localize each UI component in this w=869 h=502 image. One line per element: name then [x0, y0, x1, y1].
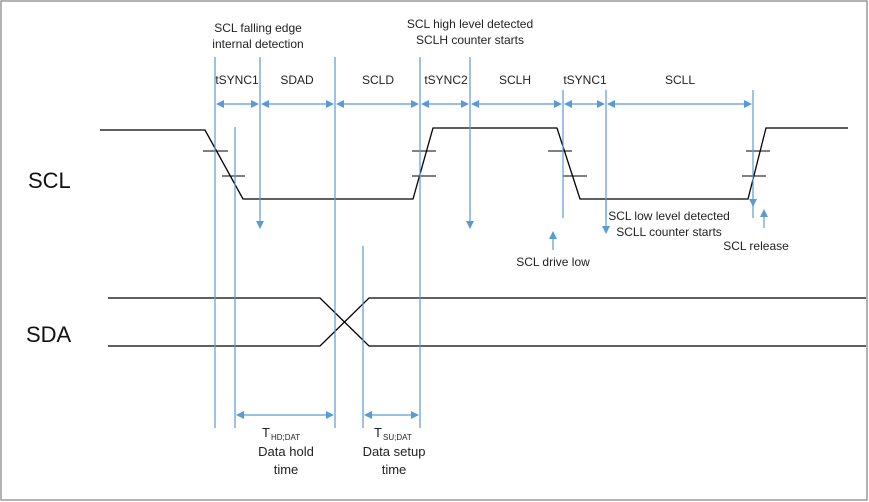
setup-time-subscript: SU;DAT	[383, 433, 412, 442]
scl-release-label: SCL release	[723, 239, 789, 253]
sda-signal-name: SDA	[26, 322, 72, 347]
sda-waveform	[108, 297, 866, 347]
interval-tsync2: tSYNC2	[424, 73, 468, 87]
hold-time-subscript: HD;DAT	[271, 433, 300, 442]
scl-signal-name: SCL	[28, 168, 71, 193]
falling-edge-label-1: SCL falling edge	[214, 21, 302, 35]
setup-time-line1: Data setup	[363, 444, 426, 459]
setup-time-label: T SU;DAT Data setup time	[363, 425, 426, 477]
interval-tsync1-b: tSYNC1	[563, 73, 607, 87]
interval-scld: SCLD	[362, 73, 394, 87]
hold-time-line2: time	[274, 462, 299, 477]
interval-tsync1-a: tSYNC1	[215, 73, 259, 87]
interval-scll: SCLL	[665, 73, 695, 87]
low-level-label-1: SCL low level detected	[608, 209, 730, 223]
hold-time-symbol: T	[262, 425, 270, 440]
reference-lines	[214, 57, 754, 428]
falling-edge-label-2: internal detection	[212, 37, 303, 51]
setup-time-symbol: T	[374, 425, 382, 440]
hold-time-label: T HD;DAT Data hold time	[258, 425, 314, 477]
interval-sclh: SCLH	[499, 73, 531, 87]
interval-sdad: SDAD	[280, 73, 314, 87]
hold-time-line1: Data hold	[258, 444, 314, 459]
high-level-label-2: SCLH counter starts	[416, 33, 524, 47]
high-level-label-1: SCL high level detected	[407, 17, 533, 31]
scl-drive-low-label: SCL drive low	[516, 255, 590, 269]
low-level-label-2: SCLL counter starts	[616, 225, 722, 239]
setup-time-line2: time	[382, 462, 407, 477]
scl-threshold-ticks	[203, 150, 770, 177]
scl-waveform	[100, 127, 848, 200]
